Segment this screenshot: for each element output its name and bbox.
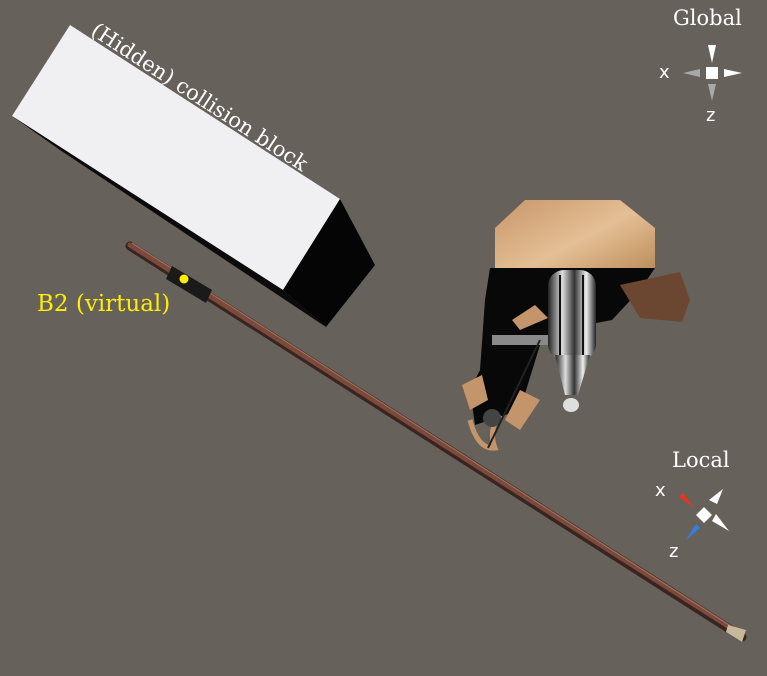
local-gizmo-x-label: x (655, 480, 666, 501)
global-gizmo-z-cone (708, 84, 716, 101)
bow-tip (726, 625, 746, 642)
collision-block-top-face (12, 25, 340, 290)
local-gizmo-neg-cone (712, 514, 729, 531)
collision-block[interactable] (12, 25, 375, 327)
joint-circle (483, 409, 501, 427)
global-gizmo-graphic[interactable] (683, 45, 742, 101)
bow-pivot-point[interactable] (179, 274, 189, 284)
bow-label: B2 (virtual) (37, 291, 171, 317)
local-gizmo-x-cone (679, 493, 694, 508)
local-gizmo-z-label: z (669, 541, 679, 562)
local-gizmo-z-cone (686, 524, 700, 540)
local-gizmo-center (696, 507, 712, 523)
wooden-palm-block (495, 200, 655, 285)
global-gizmo-x-cone (683, 69, 700, 77)
bow-stick-highlight (131, 242, 741, 633)
global-gizmo-x-label: x (659, 62, 670, 83)
bow-stick[interactable] (125, 241, 747, 642)
metal-actuator-tip (555, 355, 590, 395)
hand-thumb (620, 272, 690, 322)
collision-block-side-face (12, 116, 326, 327)
bow-frog (166, 266, 212, 303)
tendon-wire (487, 339, 541, 449)
robot-hand-assembly[interactable] (462, 200, 690, 451)
global-gizmo-title: Global (673, 6, 742, 30)
bow-stick-wood (127, 242, 745, 638)
metal-actuator (548, 270, 596, 360)
global-gizmo-z-label: z (706, 105, 716, 126)
hand-body (470, 268, 655, 425)
local-gizmo-title: Local (672, 448, 730, 472)
finger-segment-2 (462, 375, 488, 410)
finger-segment-3 (505, 390, 540, 430)
global-gizmo-neg-x-cone (724, 69, 742, 77)
local-gizmo-graphic[interactable] (679, 489, 729, 540)
global-gizmo-y-cone (708, 45, 716, 63)
hand-bar (492, 335, 550, 345)
finger-segment-1 (512, 305, 548, 330)
actuator-end (563, 398, 579, 412)
local-gizmo-y-cone (709, 489, 723, 504)
global-gizmo-center (706, 67, 718, 79)
collision-block-end-face (283, 199, 375, 327)
